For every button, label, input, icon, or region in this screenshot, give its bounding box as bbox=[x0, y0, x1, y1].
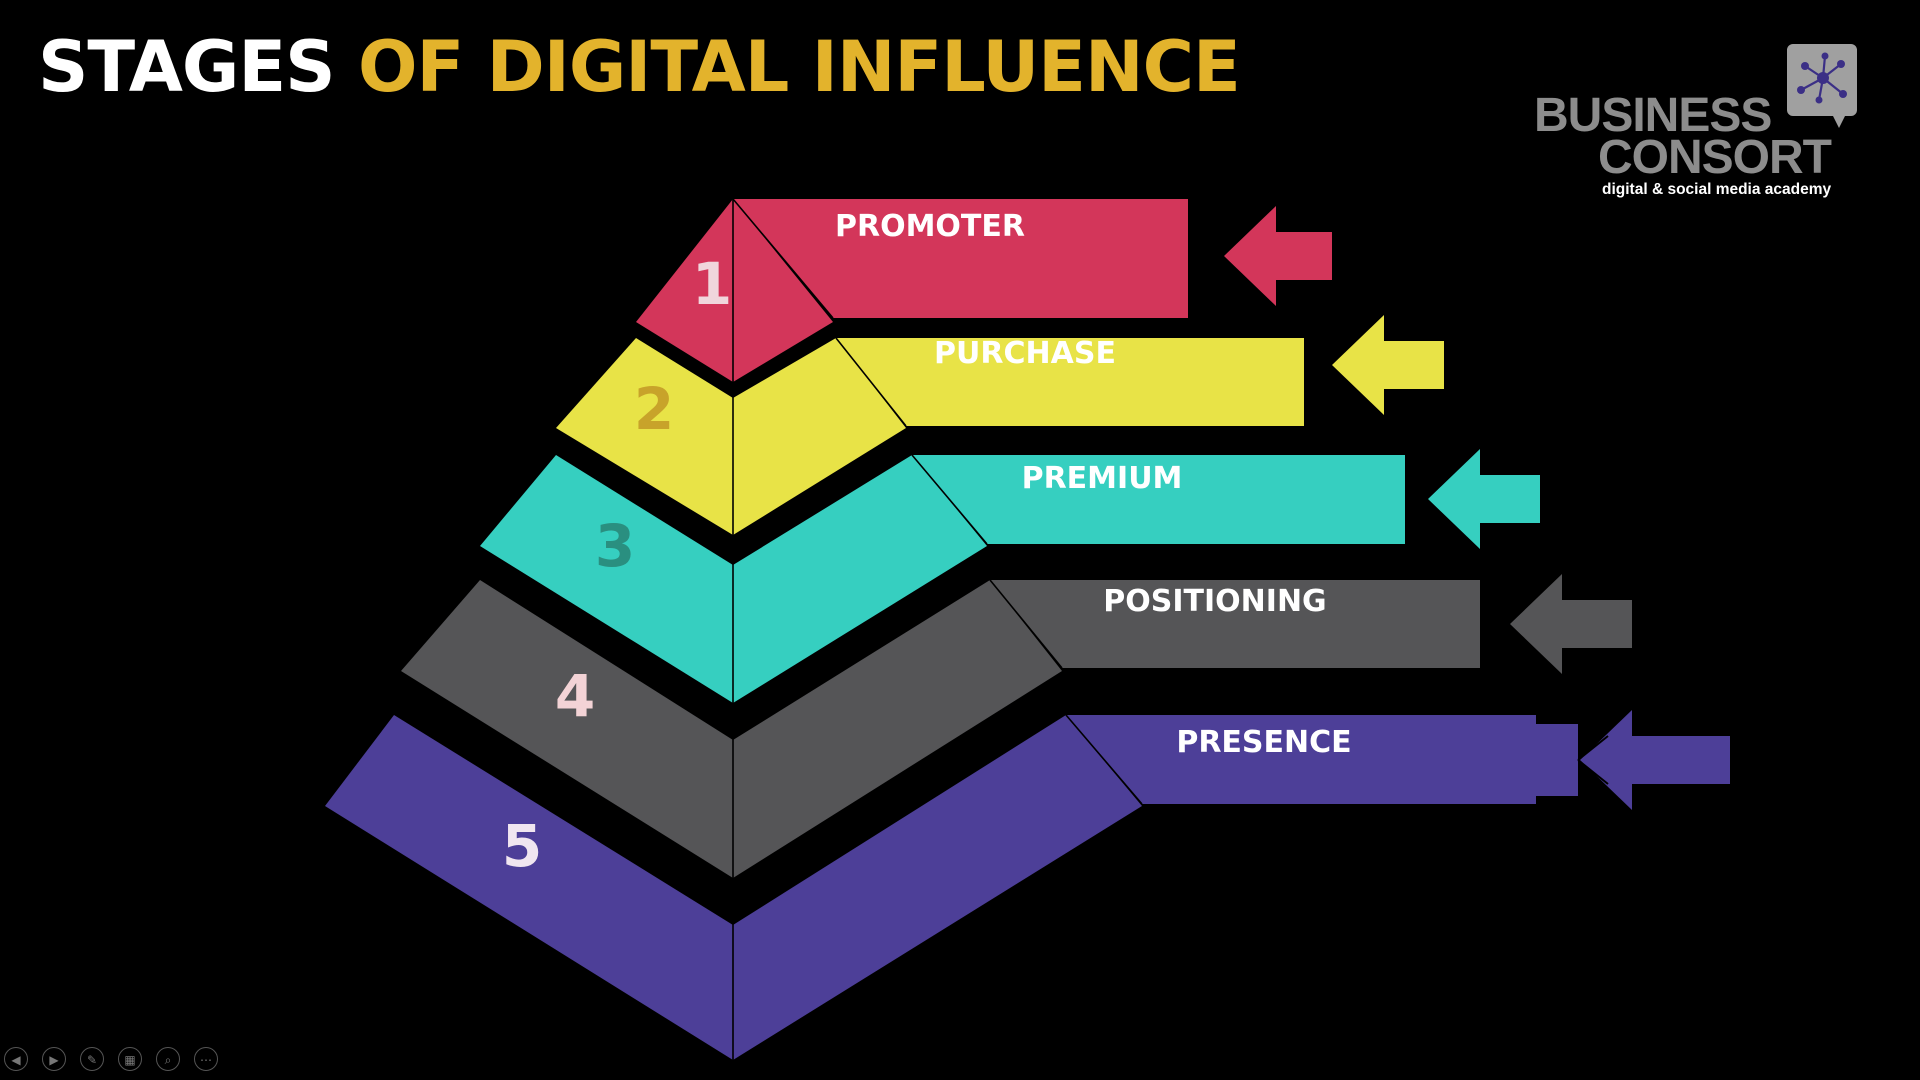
stage-5-arrow-notch bbox=[1577, 759, 1609, 785]
stage-2-arrow-left-icon bbox=[1332, 315, 1444, 415]
zoom-button[interactable]: ⌕ bbox=[156, 1047, 180, 1071]
pen-icon: ✎ bbox=[86, 1053, 98, 1067]
arrow-right-icon: ▶ bbox=[49, 1053, 59, 1067]
stage-2: 2 PURCHASE bbox=[556, 315, 1444, 535]
stage-5-left-face bbox=[325, 715, 733, 1060]
stage-3-label-band bbox=[912, 455, 1405, 544]
stage-5-band-extension bbox=[1536, 724, 1578, 796]
stage-1-left-face bbox=[636, 199, 733, 382]
stage-1-arrow-left-icon bbox=[1224, 206, 1332, 306]
grid-icon: ▦ bbox=[124, 1053, 136, 1067]
slide-title: STAGES OF DIGITAL INFLUENCE bbox=[38, 26, 1241, 108]
stage-2-label: PURCHASE bbox=[934, 336, 1116, 371]
business-consort-logo: BUSINESS CONSORT digital & social media … bbox=[1520, 40, 1870, 210]
stage-5-label: PRESENCE bbox=[1176, 725, 1351, 760]
stage-1-number: 1 bbox=[692, 250, 732, 318]
next-slide-button[interactable]: ▶ bbox=[42, 1047, 66, 1071]
logo-line-business: BUSINESS bbox=[1534, 89, 1772, 142]
stage-2-fold-line bbox=[835, 337, 907, 427]
stage-4-label-band bbox=[990, 580, 1480, 668]
stage-5-right-face bbox=[733, 715, 1142, 1060]
stage-4-label: POSITIONING bbox=[1103, 584, 1326, 619]
title-white-part: STAGES bbox=[38, 26, 358, 108]
stage-5-arrow-notch bbox=[1577, 735, 1609, 761]
stage-2-right-face bbox=[733, 338, 906, 535]
magnifier-icon: ⌕ bbox=[164, 1053, 172, 1067]
stage-4-number: 4 bbox=[555, 662, 595, 730]
stage-3-right-face bbox=[733, 455, 987, 703]
network-speech-bubble-icon bbox=[1787, 44, 1857, 128]
stage-3-number: 3 bbox=[595, 512, 635, 580]
stage-1-right-face bbox=[733, 199, 833, 382]
stage-3-fold-line bbox=[911, 454, 988, 545]
logo-line-consort: CONSORT bbox=[1598, 131, 1832, 184]
more-options-button[interactable]: ⋯ bbox=[194, 1047, 218, 1071]
stage-5: 5 PRESENCE bbox=[325, 710, 1730, 1060]
pen-tool-button[interactable]: ✎ bbox=[80, 1047, 104, 1071]
stage-2-left-face bbox=[556, 338, 733, 535]
previous-slide-button[interactable]: ◀ bbox=[4, 1047, 28, 1071]
stage-1-fold-line bbox=[732, 198, 834, 319]
more-icon: ⋯ bbox=[200, 1053, 212, 1067]
stage-3: 3 PREMIUM bbox=[480, 449, 1540, 703]
stage-3-arrow-left-icon bbox=[1428, 449, 1540, 549]
logo-tagline: digital & social media academy bbox=[1602, 181, 1832, 198]
title-gold-part: OF DIGITAL INFLUENCE bbox=[357, 26, 1241, 108]
stage-3-left-face bbox=[480, 455, 733, 703]
stage-4: 4 POSITIONING bbox=[401, 574, 1632, 878]
stage-1-label-band bbox=[733, 199, 1188, 318]
stage-5-arrow-left-icon bbox=[1580, 710, 1730, 810]
stage-4-left-face bbox=[401, 580, 733, 878]
stage-3-label: PREMIUM bbox=[1022, 461, 1183, 496]
stage-2-label-band bbox=[836, 338, 1304, 426]
stage-5-number: 5 bbox=[502, 812, 542, 880]
arrow-left-icon: ◀ bbox=[11, 1053, 21, 1067]
see-all-slides-button[interactable]: ▦ bbox=[118, 1047, 142, 1071]
stage-1: 1 PROMOTER bbox=[636, 198, 1332, 382]
stage-4-fold-line bbox=[989, 579, 1063, 669]
stage-5-label-band bbox=[1066, 715, 1536, 804]
stage-4-right-face bbox=[733, 580, 1062, 878]
stage-4-arrow-left-icon bbox=[1510, 574, 1632, 674]
stage-2-number: 2 bbox=[634, 375, 674, 443]
stage-1-label: PROMOTER bbox=[835, 209, 1025, 244]
stage-5-fold-line bbox=[1065, 714, 1143, 805]
